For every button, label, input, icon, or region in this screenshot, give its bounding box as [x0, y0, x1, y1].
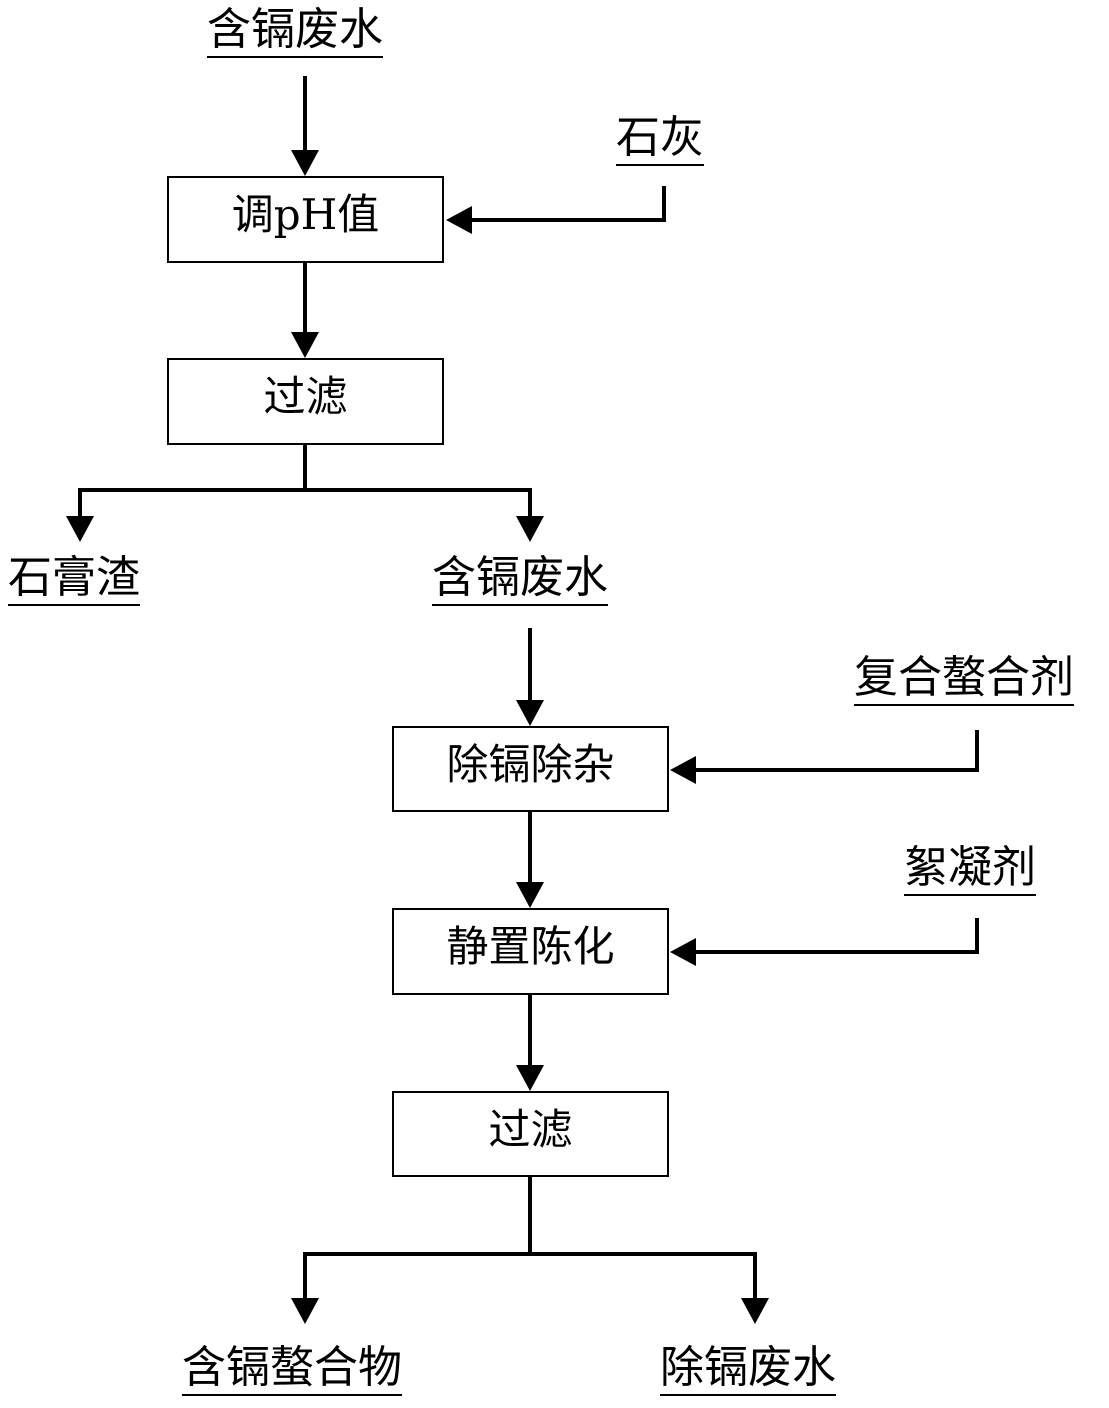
step-filter-1-label: 过滤	[263, 372, 348, 421]
arrowhead-down	[516, 700, 544, 726]
arrowhead-down	[741, 1298, 769, 1324]
arrow-chelator-to-remove-cd	[692, 730, 979, 772]
arrow-lime-to-adjust-ph	[468, 186, 666, 222]
arrowhead-down	[291, 150, 319, 176]
step-remove-cd: 除镉除杂	[392, 726, 669, 812]
arrowhead-left	[446, 206, 472, 234]
step-remove-cd-label: 除镉除杂	[446, 740, 615, 789]
gypsum-slag-label: 石膏渣	[8, 552, 140, 606]
input-wastewater-label: 含镉废水	[207, 4, 383, 58]
step-settle-age-label: 静置陈化	[446, 922, 615, 971]
step-filter-2-label: 过滤	[488, 1105, 573, 1154]
arrowhead-left	[670, 938, 696, 966]
flocculant-label: 絮凝剂	[904, 842, 1036, 896]
step-adjust-ph-label: 调pH值	[231, 190, 380, 239]
step-filter-2: 过滤	[392, 1091, 669, 1177]
arrowhead-down	[291, 332, 319, 358]
step-adjust-ph: 调pH值	[167, 176, 444, 263]
lime-label: 石灰	[616, 112, 704, 166]
filtrate-wastewater-label: 含镉废水	[432, 552, 608, 606]
complex-chelator-label: 复合螯合剂	[854, 652, 1074, 706]
arrowhead-left	[670, 756, 696, 784]
step-settle-age: 静置陈化	[392, 908, 669, 995]
arrow-flocculant-to-settle	[692, 918, 979, 954]
cd-chelate-label: 含镉螯合物	[182, 1342, 402, 1396]
arrowhead-down	[516, 882, 544, 908]
arrowhead-down	[516, 516, 544, 542]
arrowhead-down	[291, 1298, 319, 1324]
arrowhead-down	[516, 1065, 544, 1091]
step-filter-1: 过滤	[167, 358, 444, 445]
treated-wastewater-label: 除镉废水	[660, 1342, 836, 1396]
arrowhead-down	[66, 516, 94, 542]
